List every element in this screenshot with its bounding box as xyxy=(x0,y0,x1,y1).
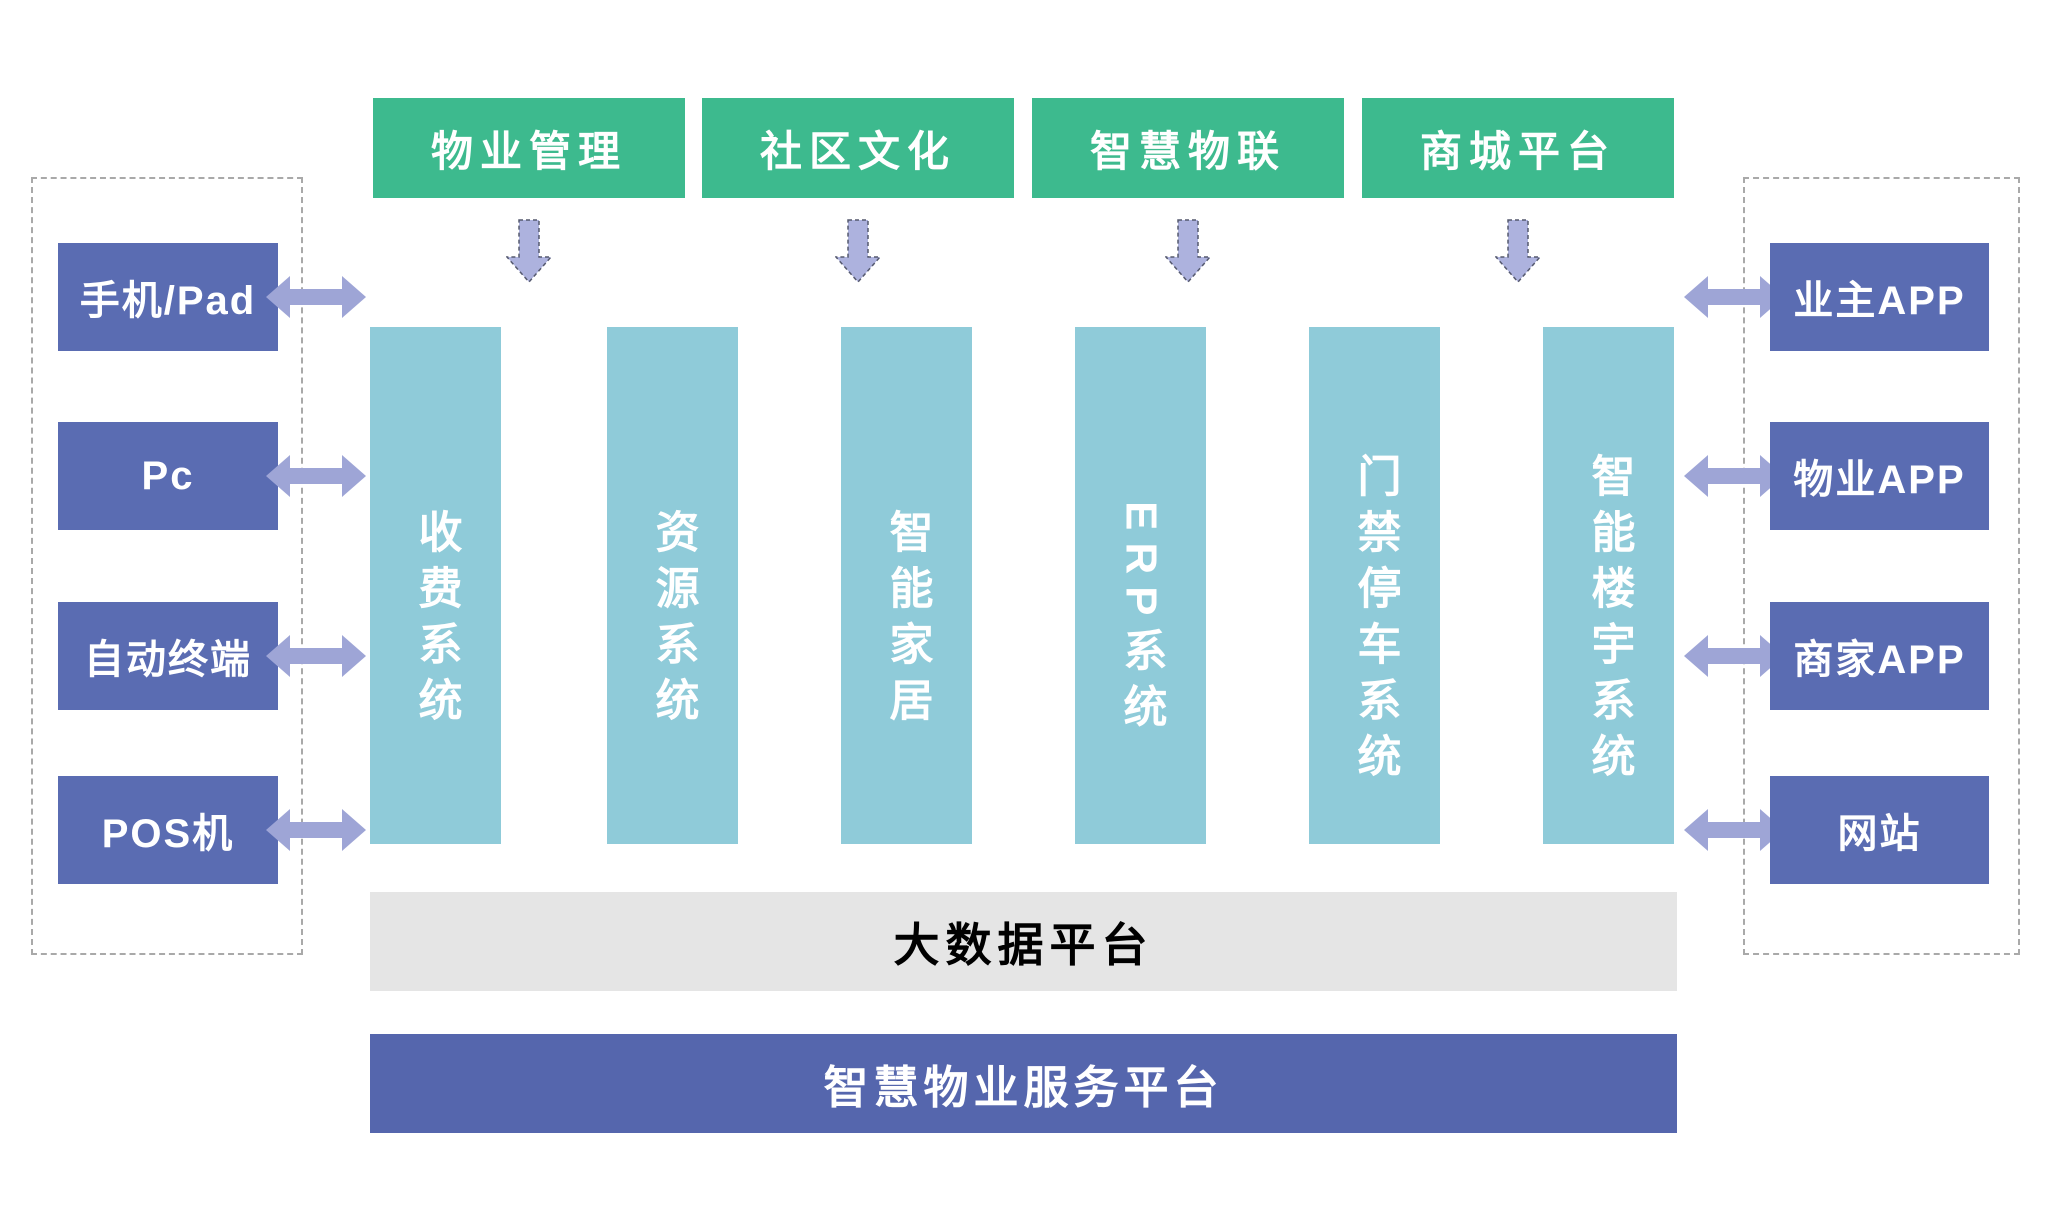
system-col-resource-system: 资源系统 xyxy=(607,327,738,844)
app-box-property-app: 物业APP xyxy=(1770,422,1989,530)
down-arrow-icon xyxy=(1165,219,1211,283)
system-col-smart-building-system: 智能楼宇系统 xyxy=(1543,327,1674,844)
device-label: POS机 xyxy=(101,812,235,856)
app-label: 商家APP xyxy=(1793,638,1966,682)
system-col-smart-home: 智能家居 xyxy=(841,327,972,844)
device-label: Pc xyxy=(141,453,195,498)
bidirectional-arrow-icon xyxy=(266,809,366,851)
system-col-erp-system: ERP系统 xyxy=(1075,327,1206,844)
system-label: 智能楼宇系统 xyxy=(1584,452,1634,789)
system-col-fee-system: 收费系统 xyxy=(370,327,501,844)
module-label: 商城平台 xyxy=(1419,127,1616,175)
big-data-platform-bar: 大数据平台 xyxy=(370,892,1677,991)
bidirectional-arrow-icon xyxy=(266,635,366,677)
app-label: 业主APP xyxy=(1793,279,1966,323)
app-box-merchant-app: 商家APP xyxy=(1770,602,1989,710)
bidirectional-arrow-icon xyxy=(1684,455,1784,497)
system-label: ERP系统 xyxy=(1116,501,1166,740)
module-box-community-culture: 社区文化 xyxy=(702,98,1014,198)
system-col-access-parking-system: 门禁停车系统 xyxy=(1309,327,1440,844)
app-label: 网站 xyxy=(1837,812,1922,856)
bidirectional-arrow-icon xyxy=(1684,635,1784,677)
device-box-pos: POS机 xyxy=(58,776,278,884)
service-platform-label: 智慧物业服务平台 xyxy=(823,1062,1224,1113)
device-box-pc: Pc xyxy=(58,422,278,530)
down-arrow-icon xyxy=(835,219,881,283)
module-label: 智慧物联 xyxy=(1089,127,1286,175)
module-box-mall-platform: 商城平台 xyxy=(1362,98,1674,198)
bidirectional-arrow-icon xyxy=(266,455,366,497)
app-box-owner-app: 业主APP xyxy=(1770,243,1989,351)
app-label: 物业APP xyxy=(1793,458,1966,502)
service-platform-bar: 智慧物业服务平台 xyxy=(370,1034,1677,1133)
device-box-mobile-pad: 手机/Pad xyxy=(58,243,278,351)
system-label: 智能家居 xyxy=(882,508,932,733)
down-arrow-icon xyxy=(506,219,552,283)
device-label: 自动终端 xyxy=(84,638,252,682)
module-label: 物业管理 xyxy=(430,127,627,175)
module-box-property-management: 物业管理 xyxy=(373,98,685,198)
system-label: 收费系统 xyxy=(411,508,461,733)
bidirectional-arrow-icon xyxy=(266,276,366,318)
system-label: 门禁停车系统 xyxy=(1350,452,1400,789)
client-apps-panel xyxy=(1743,177,2020,955)
system-label: 资源系统 xyxy=(648,508,698,733)
device-box-auto-terminal: 自动终端 xyxy=(58,602,278,710)
app-box-website: 网站 xyxy=(1770,776,1989,884)
module-box-smart-iot: 智慧物联 xyxy=(1032,98,1344,198)
device-label: 手机/Pad xyxy=(79,279,257,323)
bidirectional-arrow-icon xyxy=(1684,809,1784,851)
down-arrow-icon xyxy=(1495,219,1541,283)
client-devices-panel xyxy=(31,177,303,955)
big-data-platform-label: 大数据平台 xyxy=(893,918,1154,971)
module-label: 社区文化 xyxy=(759,127,956,175)
bidirectional-arrow-icon xyxy=(1684,276,1784,318)
